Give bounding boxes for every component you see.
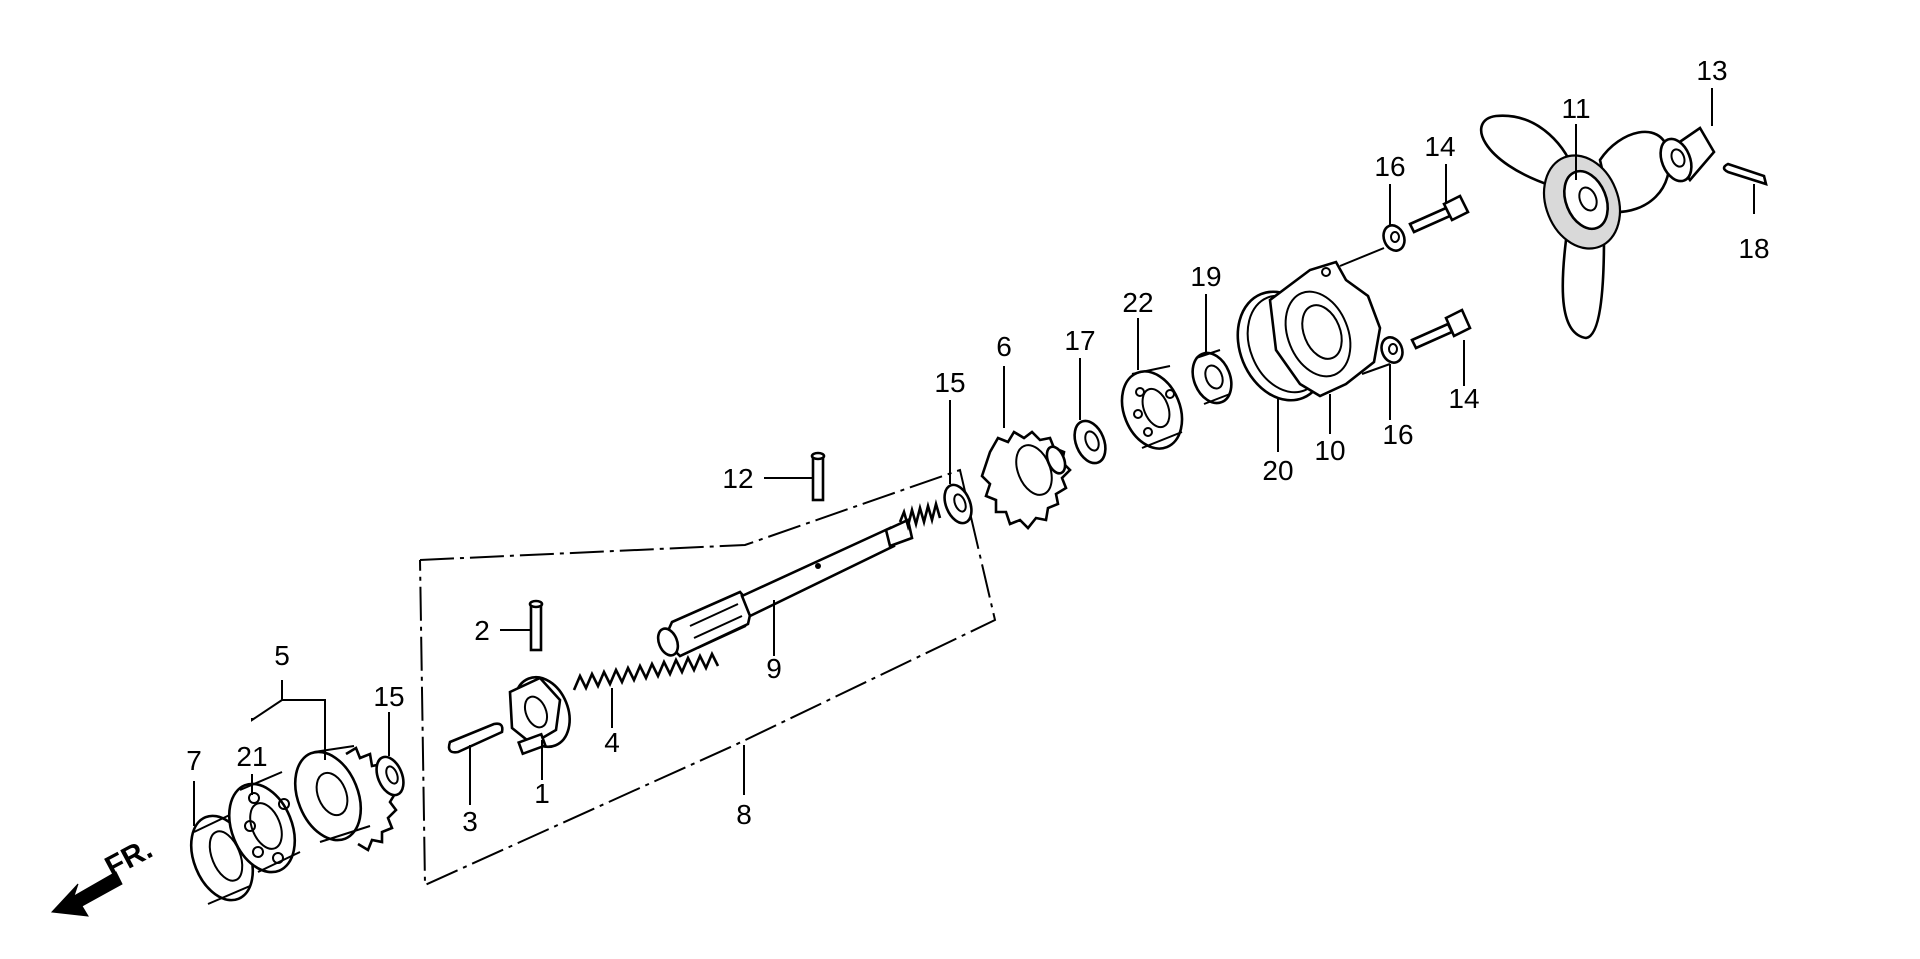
label-8: 8	[736, 799, 752, 830]
part-12-drive-pin	[810, 451, 826, 502]
part-21-bearing	[227, 771, 301, 874]
part-9-propeller-shaft	[656, 498, 942, 658]
part-16-washer-top	[1382, 224, 1406, 252]
part-15-washer-right	[943, 483, 973, 525]
part-labels: 1 2 3 4 5 6 7 8 9 10 11 12 13 14 14 15 1…	[186, 55, 1769, 837]
front-arrow-icon	[50, 871, 123, 917]
label-11: 11	[1561, 93, 1590, 124]
part-14-bolt-bottom	[1410, 308, 1472, 350]
part-10-bearing-holder	[1268, 247, 1391, 398]
part-16-washer-bottom	[1380, 336, 1404, 364]
label-22: 22	[1122, 287, 1153, 318]
label-6: 6	[996, 331, 1012, 362]
part-2-cross-pin	[528, 599, 544, 652]
part-19-needle-bearing	[1191, 349, 1233, 405]
label-14-top: 14	[1424, 131, 1455, 162]
part-4-spring	[572, 650, 720, 692]
label-20: 20	[1262, 455, 1293, 486]
label-16-top: 16	[1374, 151, 1405, 182]
part-15-washer-left	[375, 755, 405, 797]
part-22-bearing	[1120, 365, 1184, 450]
part-5-forward-gear	[293, 745, 398, 852]
part-17-oil-seal	[1073, 419, 1107, 465]
label-9: 9	[766, 653, 782, 684]
label-1: 1	[534, 778, 550, 809]
label-16-bottom: 16	[1382, 419, 1413, 450]
label-7: 7	[186, 745, 202, 776]
label-12: 12	[722, 463, 753, 494]
part-11-propeller	[1479, 114, 1671, 340]
part-13-propeller-nut	[1659, 126, 1716, 183]
part-1-clutch	[508, 675, 571, 756]
label-2: 2	[474, 615, 490, 646]
label-4: 4	[604, 727, 620, 758]
part-18-cotter-pin	[1722, 162, 1768, 186]
label-14-bottom: 14	[1448, 383, 1479, 414]
part-14-bolt-top	[1408, 194, 1470, 234]
label-15-right: 15	[934, 367, 965, 398]
shaft-assembly-outline	[419, 468, 997, 887]
part-6-reverse-gear	[980, 430, 1072, 530]
label-21: 21	[236, 741, 267, 772]
front-direction-arrow: FR.	[50, 832, 158, 917]
leader-lines	[193, 88, 1755, 826]
label-13: 13	[1696, 55, 1727, 86]
label-5: 5	[274, 640, 290, 671]
label-18: 18	[1738, 233, 1769, 264]
label-3: 3	[462, 806, 478, 837]
part-3-shifter-pin	[447, 722, 504, 754]
label-15-left: 15	[373, 681, 404, 712]
label-19: 19	[1190, 261, 1221, 292]
label-10: 10	[1314, 435, 1345, 466]
label-17: 17	[1064, 325, 1095, 356]
